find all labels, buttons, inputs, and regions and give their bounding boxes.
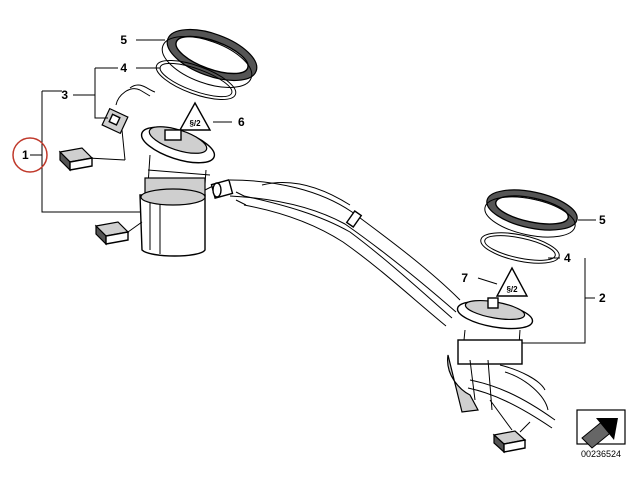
callout-3: 3	[61, 88, 68, 102]
locking-ring-right	[484, 189, 578, 238]
seal-ring-right	[480, 232, 560, 264]
pump-unit-right	[447, 297, 556, 431]
warning-symbol-text: §/2	[189, 119, 201, 128]
callout-1-group: 1	[12, 137, 48, 173]
pump-unit-left	[139, 126, 216, 257]
fuel-lines	[229, 179, 461, 327]
warning-symbol-text-right: §/2	[506, 285, 518, 294]
float-left	[58, 147, 94, 172]
float-right	[492, 421, 531, 454]
callout-5-right: 5	[599, 213, 606, 227]
locking-ring-left	[161, 28, 258, 88]
callout-4-left: 4	[120, 61, 127, 75]
diagram-corner-icon	[576, 409, 626, 449]
float-left-lower	[94, 221, 143, 246]
callout-5-left: 5	[120, 33, 127, 47]
leader-lines	[41, 39, 596, 344]
callout-7: 7	[461, 271, 468, 285]
outlet-connector-left	[210, 179, 247, 206]
level-sensor	[87, 84, 156, 161]
callout-4-right: 4	[564, 251, 571, 265]
callout-1: 1	[22, 148, 29, 162]
drawing-code: 00236524	[581, 449, 621, 459]
callout-2: 2	[599, 291, 606, 305]
highlight-circle	[12, 137, 48, 173]
seal-ring-left	[155, 60, 237, 100]
warning-label-left: §/2	[178, 101, 212, 131]
callout-6: 6	[238, 115, 245, 129]
warning-label-right: §/2	[495, 266, 529, 297]
